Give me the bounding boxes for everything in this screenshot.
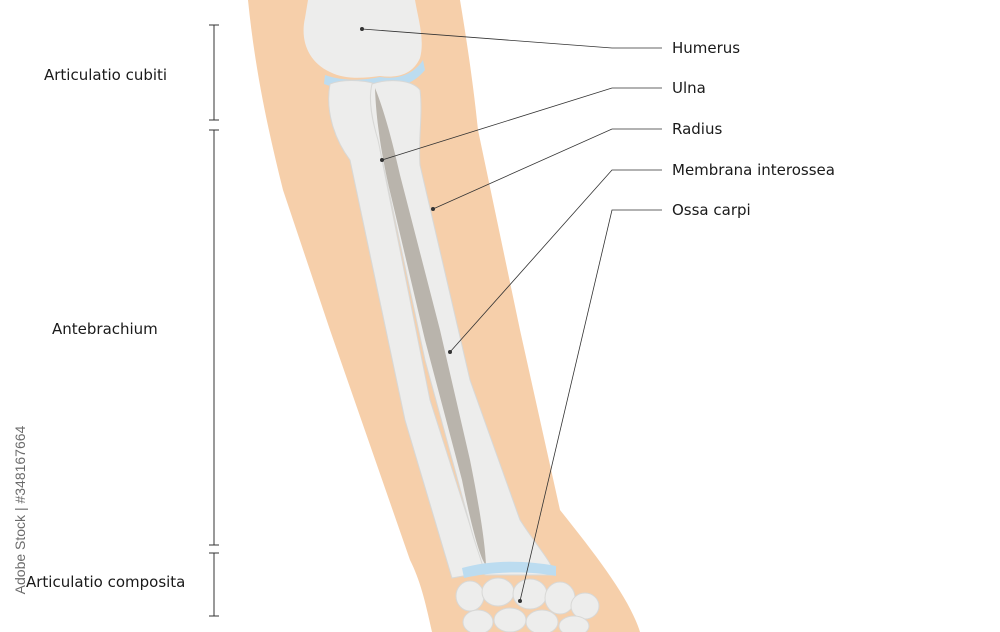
bracket-articulatio-cubiti: [209, 24, 219, 121]
leader-ossa-carpi: [519, 209, 662, 602]
dot-humerus: [360, 27, 364, 31]
carpal-bones: [455, 577, 600, 632]
carpal-bone: [493, 607, 527, 632]
label-ossa-carpi: Ossa carpi: [672, 201, 751, 219]
label-articulatio-composita: Articulatio composita: [26, 573, 186, 591]
region-brackets: [209, 24, 219, 617]
leader-radius: [432, 128, 662, 210]
label-membrana-interossea: Membrana interossea: [672, 161, 835, 179]
carpal-bone: [544, 581, 576, 615]
carpal-bone: [512, 578, 548, 610]
radius-bone: [369, 80, 556, 576]
dot-membrana: [448, 350, 452, 354]
leader-lines: [361, 28, 662, 602]
leader-membrana: [449, 169, 662, 353]
label-radius: Radius: [672, 120, 723, 138]
bracket-antebrachium: [209, 129, 219, 546]
label-humerus: Humerus: [672, 39, 741, 57]
carpal-bone: [481, 577, 515, 607]
carpal-bone: [558, 615, 590, 632]
interosseous-membrane: [375, 88, 486, 565]
carpal-bone: [462, 609, 494, 632]
carpal-bone: [525, 609, 559, 632]
dot-ossa-carpi: [518, 599, 522, 603]
carpal-bone: [570, 592, 600, 620]
leader-ulna: [381, 87, 662, 161]
label-antebrachium: Antebrachium: [52, 320, 158, 338]
label-ulna: Ulna: [672, 79, 706, 97]
leader-dots: [360, 27, 522, 603]
dot-ulna: [380, 158, 384, 162]
leader-humerus: [361, 28, 662, 49]
dot-radius: [431, 207, 435, 211]
bracket-articulatio-composita: [209, 552, 219, 617]
label-articulatio-cubiti: Articulatio cubiti: [44, 66, 168, 84]
carpal-bone: [455, 580, 485, 612]
stock-watermark: Adobe Stock | #348167664: [10, 395, 30, 625]
wrist-cartilage: [462, 561, 556, 578]
watermark-text: Adobe Stock | #348167664: [12, 425, 28, 595]
humerus-bone: [303, 0, 422, 78]
